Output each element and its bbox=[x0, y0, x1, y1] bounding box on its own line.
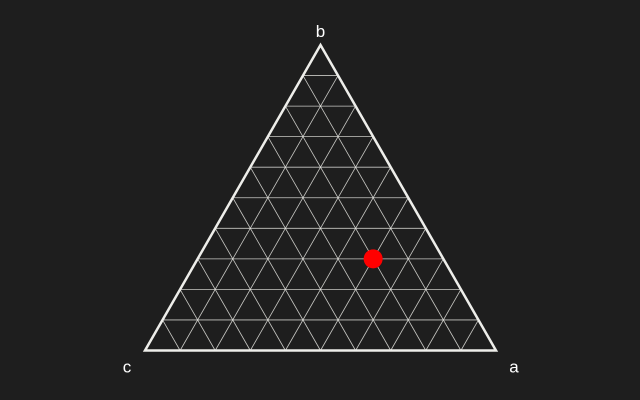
corner-label-a: a bbox=[509, 358, 519, 377]
gridline-c bbox=[179, 289, 216, 351]
gridline-c bbox=[197, 258, 251, 351]
corner-label-c: c bbox=[123, 358, 132, 377]
triangle-outline bbox=[142, 42, 499, 352]
data-points bbox=[363, 249, 383, 269]
gridline-c bbox=[162, 319, 181, 351]
gridline-a bbox=[249, 136, 374, 351]
grid-lines bbox=[162, 75, 479, 351]
gridline-a bbox=[390, 258, 444, 351]
gridline-c bbox=[214, 228, 286, 351]
corner-label-b: b bbox=[316, 22, 325, 41]
gridline-c bbox=[267, 136, 392, 351]
gridline-c bbox=[232, 197, 321, 351]
data-point-1 bbox=[363, 249, 383, 269]
gridline-a bbox=[425, 289, 462, 351]
gridline-a bbox=[320, 197, 409, 351]
gridline-a bbox=[179, 75, 339, 351]
gridline-a bbox=[355, 228, 427, 351]
gridline-c bbox=[302, 75, 462, 351]
gridline-a bbox=[460, 319, 479, 351]
